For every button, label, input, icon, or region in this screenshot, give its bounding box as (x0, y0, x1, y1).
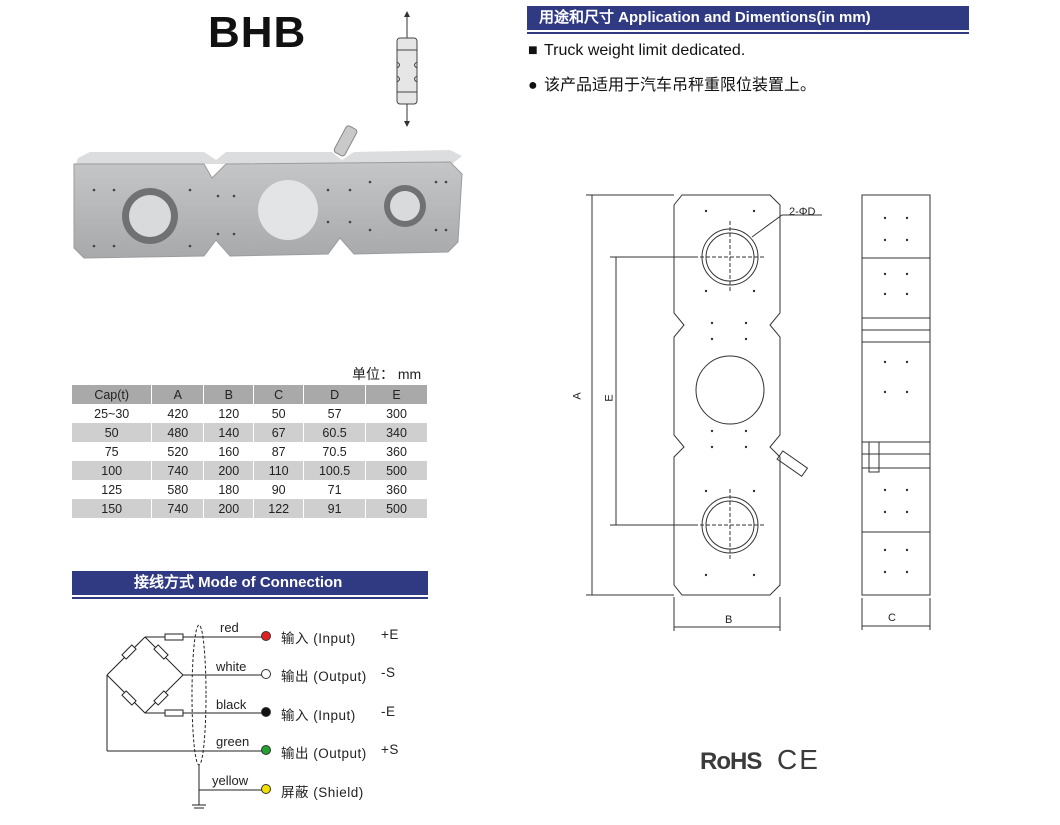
product-model-title: BHB (208, 8, 307, 57)
table-cell: 740 (151, 461, 205, 480)
column-header: Cap(t) (72, 385, 153, 404)
hole-diameter-label: 2-ΦD (789, 206, 816, 218)
table-cell: 150 (72, 499, 153, 518)
table-cell: 75 (72, 442, 153, 461)
terminal-label: 屏蔽 (Shield) (281, 785, 364, 800)
terminal-label: 输入 (Input) (281, 631, 356, 646)
wire-color-label: green (216, 734, 250, 749)
table-cell: 60.5 (303, 423, 367, 442)
table-cell: 122 (253, 499, 305, 518)
application-header-underline (527, 32, 969, 34)
terminal-label: 输出 (Output) (281, 746, 367, 761)
terminal-dot-black (261, 707, 271, 717)
column-header: A (151, 385, 205, 404)
table-header-row: Cap(t) A B C D E (72, 385, 428, 404)
unit-label: 单位： mm (352, 366, 422, 382)
table-cell: 87 (253, 442, 305, 461)
table-cell: 200 (203, 461, 255, 480)
table-cell: 67 (253, 423, 305, 442)
connection-header-underline (72, 597, 428, 599)
table-cell: 180 (203, 480, 255, 499)
terminal-dot-white (261, 669, 271, 679)
table-row: 150 740 200 122 91 500 (72, 499, 428, 518)
table-cell: 100.5 (303, 461, 367, 480)
table-cell: 340 (365, 423, 428, 442)
terminal-dot-yellow (261, 784, 271, 794)
table-cell: 360 (365, 480, 428, 499)
wire-color-label: red (220, 620, 239, 635)
bullet-truck: ■Truck weight limit dedicated. (528, 42, 746, 59)
table-cell: 200 (203, 499, 255, 518)
product-photo (73, 125, 463, 259)
dimension-drawing-side (861, 194, 931, 630)
wire-color-label: yellow (212, 773, 249, 788)
terminal-dot-green (261, 745, 271, 755)
connection-header: 接线方式 Mode of Connection (72, 571, 428, 595)
column-header: E (365, 385, 428, 404)
rohs-logo: RoHS CE (700, 744, 820, 775)
table-row: 25~30 420 120 50 57 300 (72, 404, 428, 423)
square-bullet-icon: ■ (528, 42, 538, 59)
column-header: B (203, 385, 255, 404)
table-cell: 300 (365, 404, 428, 423)
table-cell: 140 (203, 423, 255, 442)
terminal-sign: -S (381, 665, 396, 680)
table-cell: 125 (72, 480, 153, 499)
table-cell: 110 (253, 461, 305, 480)
table-row: 125 580 180 90 71 360 (72, 480, 428, 499)
table-cell: 420 (151, 404, 205, 423)
table-cell: 120 (203, 404, 255, 423)
table-cell: 520 (151, 442, 205, 461)
table-cell: 160 (203, 442, 255, 461)
table-cell: 580 (151, 480, 205, 499)
table-cell: 70.5 (303, 442, 367, 461)
table-cell: 57 (303, 404, 367, 423)
table-cell: 71 (303, 480, 367, 499)
dimension-e-label: E (603, 394, 616, 402)
table-cell: 500 (365, 499, 428, 518)
bullet-usage-cn: ●该产品适用于汽车吊秤重限位装置上。 (528, 77, 817, 94)
table-row: 100 740 200 110 100.5 500 (72, 461, 428, 480)
table-cell: 50 (253, 404, 305, 423)
terminal-dot-red (261, 631, 271, 641)
application-header: 用途和尺寸 Application and Dimentions(in mm) (527, 6, 969, 30)
table-cell: 50 (72, 423, 153, 442)
table-row: 75 520 160 87 70.5 360 (72, 442, 428, 461)
wire-color-label: black (216, 697, 247, 712)
terminal-label: 输出 (Output) (281, 669, 367, 684)
column-header: D (303, 385, 367, 404)
table-row: 50 480 140 67 60.5 340 (72, 423, 428, 442)
table-cell: 91 (303, 499, 367, 518)
column-header: C (253, 385, 305, 404)
table-cell: 90 (253, 480, 305, 499)
terminal-label: 输入 (Input) (281, 708, 356, 723)
dimension-c-label: C (888, 612, 896, 624)
table-cell: 100 (72, 461, 153, 480)
table-cell: 740 (151, 499, 205, 518)
spec-table: Cap(t) A B C D E 25~30 420 120 50 57 300… (72, 385, 428, 518)
terminal-sign: -E (381, 704, 396, 719)
terminal-sign: +E (381, 627, 399, 642)
dimension-a-label: A (571, 392, 584, 400)
dimension-drawing-front (586, 194, 822, 631)
ce-mark-icon: CE (777, 744, 820, 775)
table-cell: 480 (151, 423, 205, 442)
terminal-sign: +S (381, 742, 399, 757)
wire-color-label: white (216, 659, 247, 674)
dimension-b-label: B (725, 614, 733, 626)
table-cell: 500 (365, 461, 428, 480)
load-direction-icon (396, 11, 418, 127)
wiring-diagram (106, 624, 263, 809)
table-cell: 360 (365, 442, 428, 461)
round-bullet-icon: ● (528, 77, 538, 94)
table-cell: 25~30 (72, 404, 153, 423)
